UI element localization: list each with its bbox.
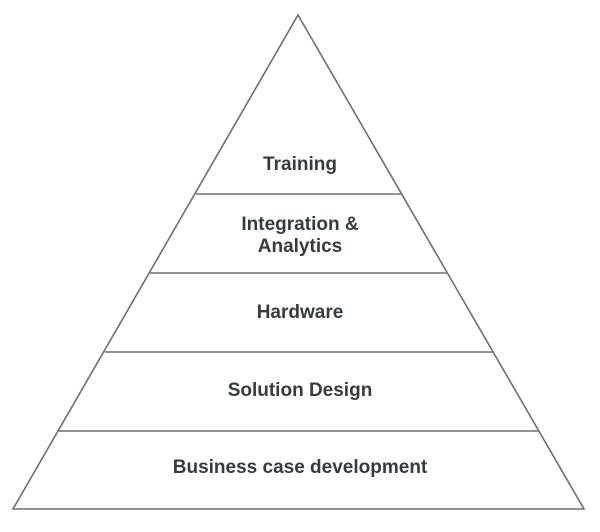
- tier-label-line: Hardware: [256, 302, 344, 323]
- pyramid-outline: [11, 13, 586, 510]
- tier-label-training: Training: [0, 154, 600, 176]
- tier-label-line: Analytics: [257, 236, 343, 257]
- tier-label-business-case: Business case development: [0, 457, 600, 479]
- tier-label-solution-design: Solution Design: [0, 380, 600, 402]
- tier-label-line: Integration &: [241, 214, 359, 235]
- tier-label-integration-analytics: Integration & Analytics: [0, 214, 600, 258]
- tier-label-line: Training: [263, 154, 337, 175]
- tier-label-line: Business case development: [172, 457, 428, 478]
- tier-label-hardware: Hardware: [0, 302, 600, 324]
- tier-label-line: Solution Design: [227, 380, 373, 401]
